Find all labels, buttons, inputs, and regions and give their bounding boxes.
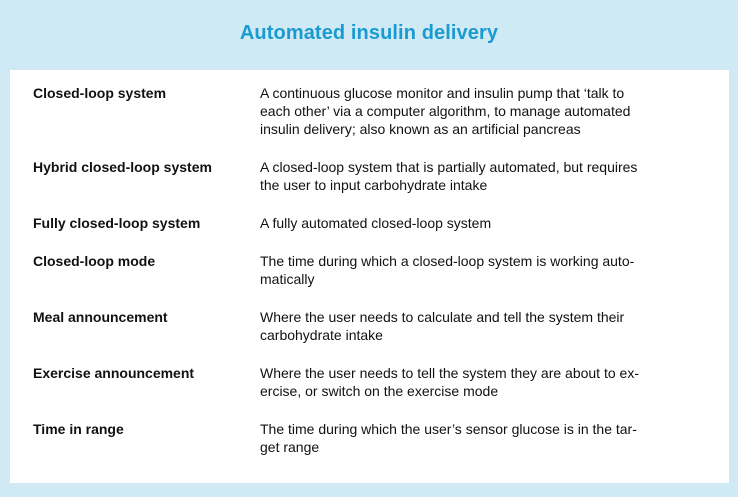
- definition-card: Closed-loop system A continuous glucose …: [10, 70, 729, 483]
- glossary-row-exercise-announcement: Exercise announcement Where the user nee…: [33, 364, 711, 400]
- term-definition: Where the user needs to calculate and te…: [260, 309, 625, 343]
- term-label: Fully closed-loop system: [33, 215, 201, 231]
- term-label: Closed-loop mode: [33, 253, 156, 269]
- term-definition: Where the user needs to tell the system …: [260, 365, 639, 399]
- term-label: Closed-loop system: [33, 85, 167, 101]
- term-label: Time in range: [33, 421, 124, 437]
- glossary-row-closed-loop-mode: Closed-loop mode The time during which a…: [33, 252, 711, 288]
- term-definition: A closed-loop system that is partially a…: [260, 159, 638, 193]
- term-label: Hybrid closed-loop system: [33, 159, 212, 175]
- glossary-row-closed-loop-system: Closed-loop system A continuous glucose …: [33, 84, 711, 138]
- term-label: Exercise announcement: [33, 365, 195, 381]
- page-title: Automated insulin delivery: [239, 22, 499, 44]
- term-definition: A fully automated closed-loop system: [260, 215, 492, 231]
- glossary-row-time-in-range: Time in range The time during which the …: [33, 420, 711, 456]
- term-definition: A continuous glucose monitor and insulin…: [260, 85, 631, 137]
- term-definition: The time during which the user’s sensor …: [260, 421, 637, 455]
- term-definition: The time during which a closed-loop syst…: [260, 253, 635, 287]
- term-label: Meal announcement: [33, 309, 168, 325]
- glossary-row-hybrid-closed-loop-system: Hybrid closed-loop system A closed-loop …: [33, 158, 711, 194]
- glossary-row-fully-closed-loop-system: Fully closed-loop system A fully automat…: [33, 214, 711, 232]
- glossary-row-meal-announcement: Meal announcement Where the user needs t…: [33, 308, 711, 344]
